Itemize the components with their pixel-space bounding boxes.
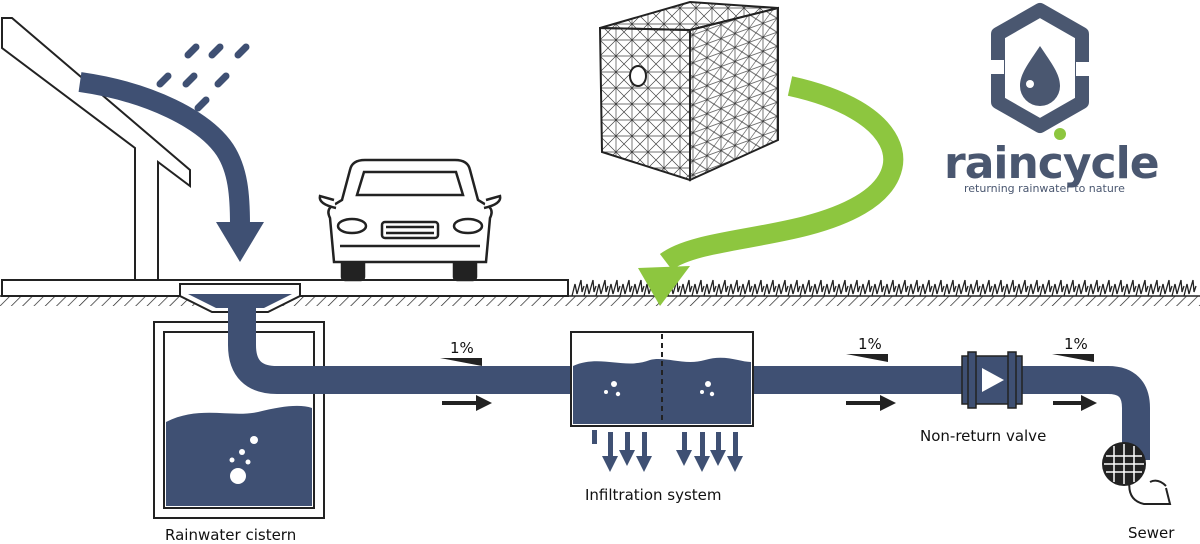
non-return-valve — [961, 351, 1023, 409]
sewer-label: Sewer — [1128, 524, 1175, 542]
valve-label: Non-return valve — [920, 427, 1046, 445]
grate-icon — [1102, 442, 1172, 505]
logo-name: raincycle — [944, 138, 1159, 189]
logo-tagline: returning rainwater to nature — [964, 182, 1125, 195]
gradient-label-1: 1% — [450, 339, 474, 357]
raincycle-logo: raincycle returning rainwater to nature — [944, 3, 1160, 195]
infiltration-label: Infiltration system — [585, 486, 722, 504]
cistern-label: Rainwater cistern — [165, 526, 296, 544]
gradient-label-2: 1% — [858, 335, 882, 353]
grass-tufts — [571, 279, 1197, 297]
rain-icon — [156, 43, 250, 112]
roof-runoff — [78, 72, 264, 262]
valve-arrow-icon — [982, 368, 1004, 392]
car-icon — [318, 158, 502, 282]
green-arrow — [638, 76, 904, 306]
slope-indicators — [440, 354, 1094, 366]
flow-arrows — [442, 395, 1097, 411]
infiltration-system — [570, 331, 754, 427]
infiltration-arrows — [592, 430, 743, 472]
crate-icon — [598, 0, 779, 182]
drop-icon — [1020, 46, 1060, 106]
gradient-label-3: 1% — [1064, 335, 1088, 353]
house-roof — [1, 17, 191, 281]
grass — [571, 279, 1197, 297]
